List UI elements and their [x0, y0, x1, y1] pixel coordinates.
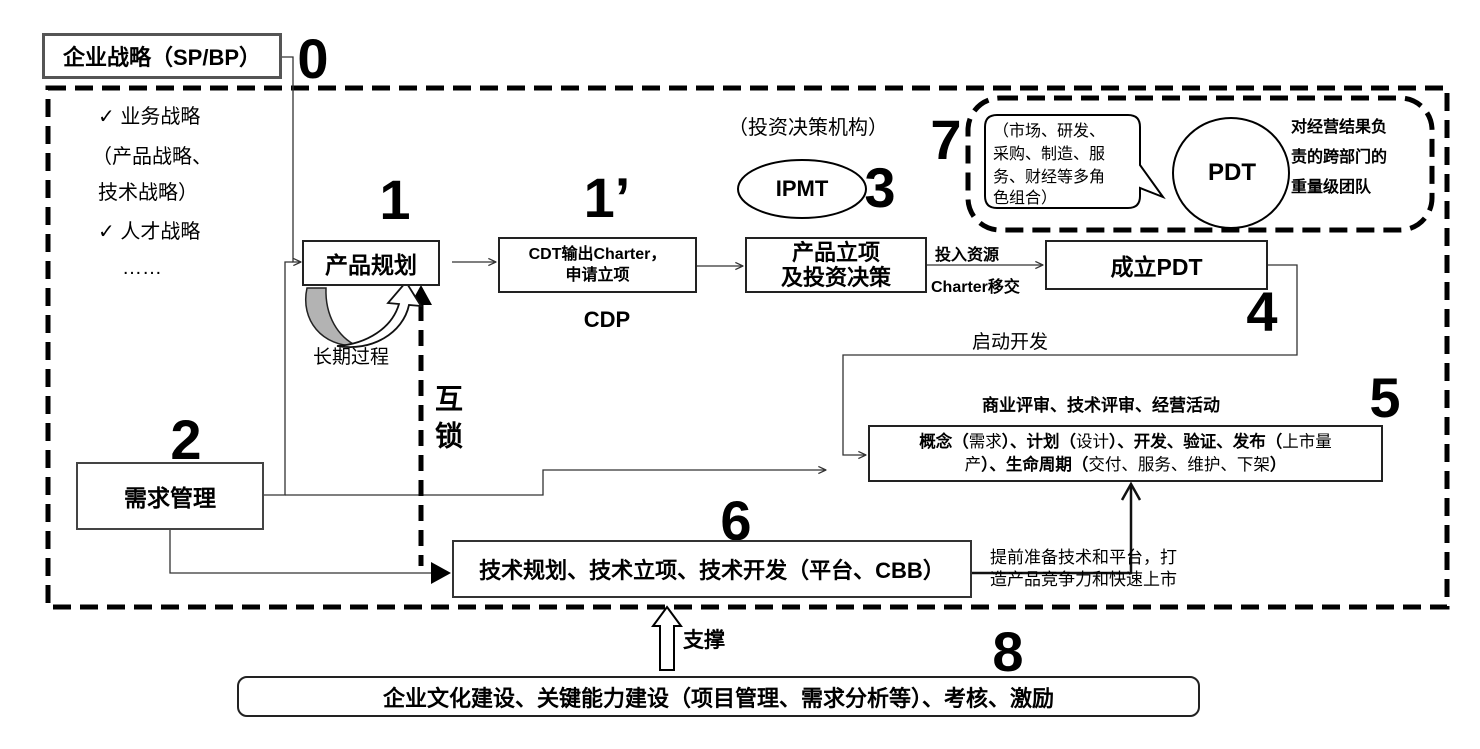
establish-pdt-label: 成立PDT [1110, 254, 1203, 280]
foundation-capabilities-box: 企业文化建设、关键能力建设（项目管理、需求分析等）、考核、激励 [237, 676, 1200, 717]
pdt-description-line: 责的跨部门的 [1291, 149, 1388, 166]
support-hollow-arrow-up [651, 605, 683, 671]
project-approval-box: 产品立项 及投资决策 [745, 237, 927, 293]
strategy-note: ✓ 人才战略 [98, 221, 201, 243]
step-number-8: 8 [992, 620, 1024, 683]
establish-pdt-box: 成立PDT [1045, 240, 1268, 290]
main-process-dashed-frame [45, 85, 1450, 610]
charter-handover-label: Charter移交 [931, 279, 1020, 296]
pdt-description-line: 对经营结果负 [1291, 119, 1388, 136]
project-approval-line: 及投资决策 [780, 265, 891, 290]
lifecycle-segment: 产 [964, 455, 982, 474]
cdt-charter-line: CDT输出Charter， [528, 246, 667, 263]
interlock-label: 互锁 [432, 384, 463, 458]
long-term-process-label: 长期过程 [312, 347, 389, 368]
product-planning-box: 产品规划 [302, 240, 440, 286]
strategy-note: 技术战略） [98, 182, 198, 204]
connector-pdt-setup-to-lifecycle [842, 264, 1298, 455]
reviews-label: 商业评审、技术评审、经营活动 [982, 396, 1220, 415]
ipmt-ellipse [737, 159, 867, 219]
bubble-line: 采购、制造、服 [993, 146, 1106, 163]
lifecycle-segment: 需求 [968, 432, 1002, 451]
arrowhead-into-technology [431, 562, 451, 584]
pdt-team-dashed-frame [965, 95, 1435, 233]
cdp-caption: CDP [583, 307, 631, 332]
demand-management-label: 需求管理 [124, 485, 216, 511]
pdt-roles-speech-bubble [984, 114, 1166, 209]
loop-arrow-gray [305, 287, 358, 347]
lifecycle-segment: ） [1269, 455, 1287, 474]
cdt-charter-box: CDT输出Charter， 申请立项 [498, 237, 697, 293]
lifecycle-stages-box: 概念（需求）、计划（设计）、开发、验证、发布（上市量 产）、生命周期（交付、服务… [868, 425, 1383, 482]
arrowhead-into-lifecycle [1120, 481, 1142, 501]
connector-strategy-to-planning [282, 56, 301, 262]
step-number-0: 0 [297, 27, 329, 90]
foundation-capabilities-label: 企业文化建设、关键能力建设（项目管理、需求分析等）、考核、激励 [382, 685, 1054, 711]
step-number-3: 3 [864, 156, 896, 219]
connector-demand-to-planning [264, 261, 293, 496]
step-number-7: 7 [930, 108, 962, 171]
loop-arrow-white [336, 280, 423, 348]
product-planning-label: 产品规划 [325, 252, 417, 278]
project-approval-line: 产品立项 [791, 240, 880, 265]
lifecycle-line-2: 产）、生命周期（交付、服务、维护、下架） [965, 454, 1287, 477]
lifecycle-segment: 概念（ [919, 432, 969, 451]
invest-resources-label: 投入资源 [935, 247, 1000, 264]
bubble-line: 务、财经等多角 [993, 169, 1106, 186]
pdt-circle-label: PDT [1208, 159, 1256, 186]
ipmt-org-label: （投资决策机构） [728, 117, 888, 139]
lifecycle-segment: ）、开发、验证、发布（ [1109, 432, 1283, 451]
support-label: 支撑 [683, 629, 725, 652]
technology-note-line: 造产品竞争力和快速上市 [990, 570, 1177, 589]
step-number-1: 1 [379, 168, 411, 231]
lifecycle-segment: ）、生命周期（ [981, 455, 1089, 474]
technology-planning-box: 技术规划、技术立项、技术开发（平台、CBB） [452, 540, 972, 598]
connector-demand-to-technology [169, 530, 432, 574]
connector-technology-to-lifecycle [972, 486, 1133, 575]
step-number-2: 2 [170, 408, 202, 471]
bubble-line: 色组合） [993, 190, 1058, 207]
lifecycle-segment: 设计 [1076, 432, 1109, 451]
technology-note-line: 提前准备技术和平台，打 [990, 548, 1177, 567]
demand-management-box: 需求管理 [76, 462, 264, 530]
lifecycle-segment: 交付、服务、维护、下架 [1088, 455, 1270, 474]
lifecycle-line-1: 概念（需求）、计划（设计）、开发、验证、发布（上市量 [919, 431, 1332, 454]
start-development-label: 启动开发 [972, 332, 1049, 353]
step-number-4: 4 [1246, 280, 1278, 343]
cdt-charter-line: 申请立项 [565, 267, 630, 284]
step-number-1-prime: 1’ [583, 166, 631, 229]
pdt-description-line: 重量级团队 [1291, 179, 1372, 196]
step-number-5: 5 [1369, 366, 1401, 429]
ipmt-label: IPMT [775, 176, 829, 201]
bubble-line: （市场、研发、 [993, 123, 1106, 140]
technology-planning-label: 技术规划、技术立项、技术开发（平台、CBB） [479, 558, 945, 583]
enterprise-strategy-box: 企业战略（SP/BP） [42, 33, 282, 79]
connector-demand-to-lifecycle [285, 470, 826, 496]
strategy-note: …… [122, 257, 162, 279]
enterprise-strategy-label: 企业战略（SP/BP） [62, 45, 262, 70]
strategy-note: ✓ 业务战略 [98, 106, 201, 128]
pdt-circle [1172, 117, 1290, 229]
strategy-note: （产品战略、 [92, 146, 212, 168]
lifecycle-segment: ）、计划（ [1001, 432, 1076, 451]
lifecycle-segment: 上市量 [1282, 432, 1332, 451]
